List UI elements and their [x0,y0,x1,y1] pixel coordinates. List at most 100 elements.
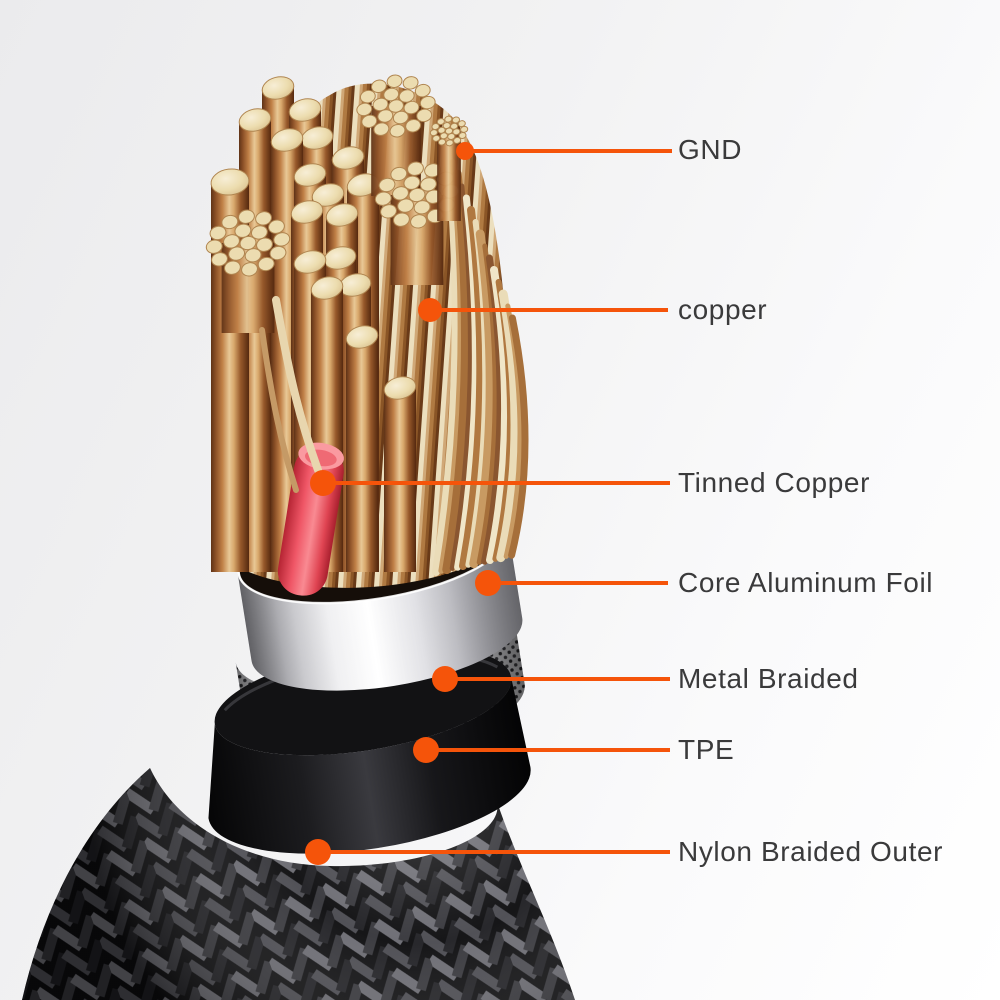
ground-strand-bundle [450,122,459,130]
copper-strand-cluster [238,209,255,224]
copper-strand-cluster [370,79,387,94]
copper-strand-top [331,146,365,170]
copper-strand-cluster [419,177,437,192]
ground-strand-bundle [460,125,469,133]
metal-braided-leader [432,666,670,692]
copper-strand-cluster [416,108,433,123]
copper-strand-cluster [356,102,373,117]
copper-strand-cluster [269,245,287,261]
copper-strand-cluster [389,124,406,138]
copper-strand [469,229,495,569]
copper-strand-cluster [392,186,409,201]
tinned-copper-leader [310,470,670,496]
label-copper: copper [678,294,768,325]
copper-dot [418,298,442,322]
gnd-dot [456,142,474,160]
ground-strand-bundle [436,118,445,126]
copper-strand-cluster [373,122,390,136]
copper-strand-top [345,325,379,349]
ground-strand-bundle [447,133,456,140]
copper-strand-cluster [419,95,436,110]
copper-strand-top [310,276,344,300]
copper-strand-cluster [234,223,252,238]
ground-strand-bundle [453,136,462,144]
nylon-braided-outer-dot [305,839,331,865]
copper-strand-cluster [223,234,240,249]
copper-strand-top [290,200,324,224]
copper-strand-cluster [255,211,272,226]
copper-strand-cluster [241,262,258,277]
copper-strand-top [288,98,322,122]
copper-strand-body [384,388,416,572]
copper-strand-cluster [380,204,397,219]
copper-strand-cluster [209,225,227,241]
copper-strand-cluster [402,76,419,90]
callout-leaders [305,142,672,865]
tpe-dot [413,737,439,763]
copper-strand-top [325,203,359,227]
nylon-braided-outer-leader [305,839,670,865]
copper-strand-cluster [257,256,275,272]
copper-strand-cluster [361,114,378,129]
ground-strand-bundle [437,138,447,146]
copper-strand-body [346,337,378,572]
ground-strand-bundle [445,139,454,147]
copper-strand-top [293,250,327,274]
copper-strand-top [238,108,272,132]
copper-strand-cluster [398,89,415,103]
copper-strand-top [293,163,327,187]
gnd-leader [456,142,672,160]
copper-strand-top [210,168,250,196]
copper-strand [272,296,322,474]
copper-strand [496,289,520,563]
ground-strand-bundle [444,115,453,123]
copper-strand-cluster [407,161,424,176]
label-gnd: GND [678,134,743,165]
copper-strand-cluster [224,260,241,275]
copper-strand-top [270,128,304,152]
copper-strand-top [261,76,295,100]
copper-strand [259,327,299,493]
copper-strand-cluster [374,191,392,206]
copper-strand-cluster [383,87,400,102]
ground-strand-bundle-stem [437,131,461,221]
copper-strand-bundle [205,74,529,596]
copper-strand-cluster [390,166,408,182]
ground-strand-bundle [451,116,461,124]
copper-strand-cluster [268,219,285,234]
copper-strand-cluster [403,175,421,190]
copper-strand-cluster [244,248,262,263]
copper-strand-cluster [211,252,228,267]
ground-strand-bundle [431,123,440,130]
label-core-aluminum-foil: Core Aluminum Foil [678,567,934,598]
ground-strand-bundle [458,132,467,139]
core-aluminum-foil-dot [475,570,501,596]
ground-strand-bundle [442,122,451,129]
copper-strand-cluster [250,225,268,240]
label-nylon-braided-outer: Nylon Braided Outer [678,836,944,867]
copper-strand [459,206,485,570]
ground-strand-bundle [429,129,438,137]
label-tpe: TPE [678,734,735,765]
tpe-leader [413,737,670,763]
nylon-braided-outer [22,768,575,1000]
label-metal-braided: Metal Braided [678,663,859,694]
copper-strand-cluster [372,97,389,112]
copper-strand-cluster [413,200,431,215]
metal-braided-dot [432,666,458,692]
copper-strand-cluster [273,232,291,247]
copper-strand-cluster [414,83,431,98]
copper-strand-cluster [392,110,409,125]
copper-strand-top [383,376,417,400]
copper-strand-cluster [386,74,403,88]
copper-strand-cluster [359,89,376,104]
label-tinned-copper: Tinned Copper [678,467,870,498]
tinned-copper-dot [310,470,336,496]
ground-strand-bundle [437,126,446,134]
copper-strand-cluster [410,214,427,229]
copper-strand [442,169,471,575]
copper-strand-cluster [405,118,422,133]
copper-strand [508,314,529,559]
